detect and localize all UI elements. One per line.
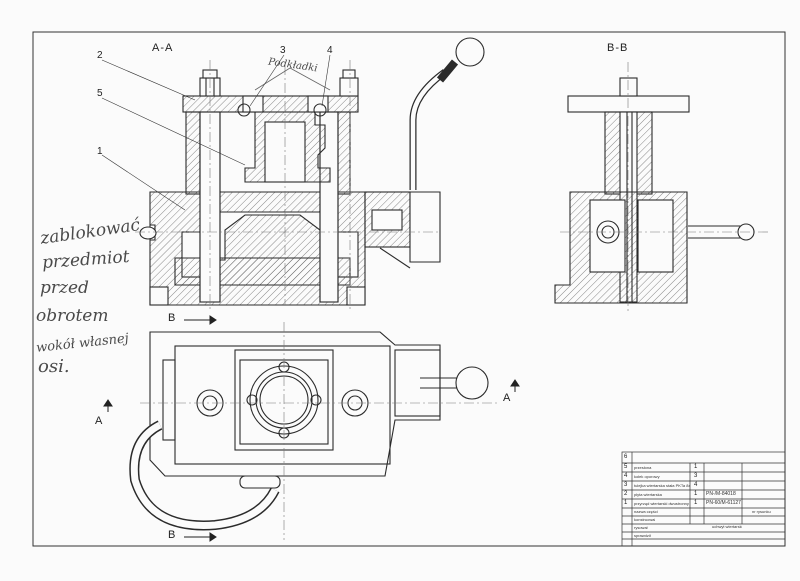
tb-row-5-pos: 5 bbox=[624, 464, 628, 470]
tb-row-3-pos: 3 bbox=[624, 482, 628, 488]
callout-1: 1 bbox=[97, 146, 103, 157]
tb-footer-designed: konstruował bbox=[634, 517, 656, 522]
drawing-frame bbox=[32, 31, 786, 547]
tb-row-5-name: przesłona bbox=[634, 465, 652, 470]
tb-footer-title: uchwyt wiertarski bbox=[712, 524, 743, 529]
tb-row-2-name: płyta wiertarska bbox=[634, 492, 662, 497]
tb-footer-part-name: nazwa części bbox=[634, 509, 658, 514]
tb-row-1-qty: 1 bbox=[694, 500, 698, 506]
tb-row-6-pos: 6 bbox=[624, 454, 628, 460]
section-mark-b-top: B bbox=[168, 312, 176, 324]
tb-footer-drawing-no: nr rysunku bbox=[752, 509, 771, 514]
tb-row-4-pos: 4 bbox=[624, 473, 628, 479]
tb-row-2-ref: PN-/M-84018 bbox=[706, 491, 736, 497]
section-mark-b-bottom: B bbox=[168, 529, 176, 541]
section-bb-label: B-B bbox=[607, 42, 629, 54]
section-aa-view bbox=[139, 37, 485, 306]
tb-row-2-pos: 2 bbox=[624, 491, 628, 497]
section-mark-a-left: A bbox=[95, 415, 103, 427]
tb-row-5-qty: 1 bbox=[694, 464, 698, 470]
tb-row-1-name: przyrząd wiertarski dwustronny PUDK 150 bbox=[634, 501, 690, 506]
section-bb-view bbox=[554, 77, 755, 304]
handwritten-note-line-4: obrotem bbox=[36, 306, 109, 326]
callout-2: 2 bbox=[97, 50, 103, 61]
title-block: 6 5 przesłona 1 4 kołek oporowy 3 3 tule… bbox=[622, 452, 785, 546]
callout-3: 3 bbox=[280, 45, 286, 56]
tb-footer-checked: sprawdził bbox=[634, 533, 651, 538]
callout-5: 5 bbox=[97, 88, 103, 99]
tb-row-1-pos: 1 bbox=[624, 500, 628, 506]
section-mark-a-right: A bbox=[503, 392, 511, 404]
handwritten-note-line-6: osi. bbox=[38, 356, 70, 377]
tb-footer-drawn: rysował bbox=[634, 525, 648, 530]
tb-row-1-ref: PN-60/M-61127 bbox=[706, 500, 741, 506]
title-block-grid bbox=[621, 451, 786, 547]
handwritten-note-line-3: przed bbox=[40, 278, 89, 298]
tb-row-4-name: kołek oporowy bbox=[634, 474, 660, 479]
plan-view bbox=[129, 331, 489, 531]
tb-row-4-qty: 3 bbox=[694, 473, 698, 479]
section-aa-label: A-A bbox=[152, 42, 174, 54]
callout-4: 4 bbox=[327, 45, 333, 56]
tb-row-2-qty: 1 bbox=[694, 491, 698, 497]
tb-row-3-qty: 4 bbox=[694, 482, 698, 488]
tb-row-3-name: tulejka wiertarska stała PKTa 8x14 bbox=[634, 483, 690, 488]
